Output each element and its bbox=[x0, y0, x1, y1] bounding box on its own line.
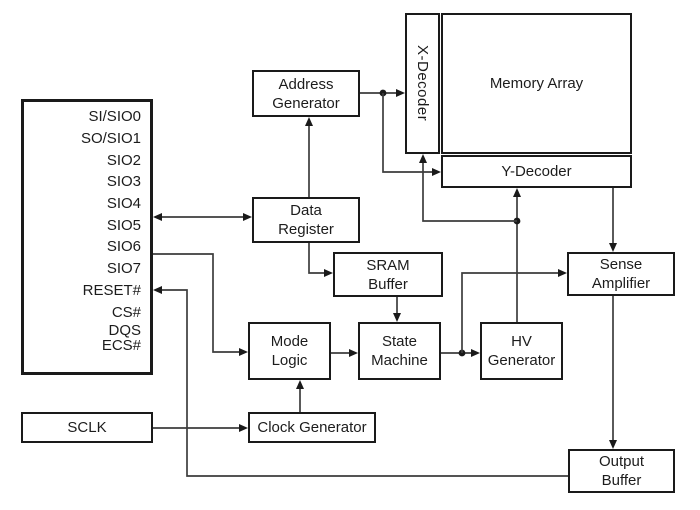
sclk-block: SCLK bbox=[21, 412, 153, 443]
pin-label: SI/SIO0 bbox=[88, 108, 141, 126]
mode-logic-label: Logic bbox=[271, 352, 308, 369]
pin-label: SIO3 bbox=[106, 173, 141, 191]
conn-sram-buffer-to-state-machine bbox=[393, 297, 401, 322]
pin-label: CS# bbox=[111, 303, 141, 321]
sense-amplifier-label: Sense bbox=[599, 256, 643, 273]
sram-buffer-label: SRAM bbox=[366, 256, 410, 274]
conn-address-generator-to-x-decoder bbox=[360, 89, 405, 97]
pin-label: SIO2 bbox=[106, 151, 141, 169]
conn-data-register-to-sram-buffer bbox=[308, 243, 333, 277]
x-decoder-block: X-Decoder bbox=[405, 13, 440, 154]
hv-generator-label: HV bbox=[511, 333, 532, 350]
data-register-label: Register bbox=[278, 221, 334, 238]
conn-y-decoder-to-sense-amplifier bbox=[609, 188, 617, 252]
y-decoder-block: Y-Decoder bbox=[441, 155, 632, 188]
conn-data-register-to-address-generator bbox=[305, 117, 313, 197]
conn-state-machine-to-sense-amplifier bbox=[461, 269, 567, 353]
y-decoder-label: Y-Decoder bbox=[501, 163, 572, 180]
output-buffer-block: Output Buffer bbox=[568, 449, 675, 493]
mode-logic-block: Mode Logic bbox=[248, 322, 331, 380]
address-generator-label: Generator bbox=[272, 94, 340, 112]
conn-clock-generator-to-mode-logic bbox=[296, 380, 304, 412]
conn-mode-logic-to-state-machine bbox=[331, 349, 358, 357]
address-generator-block: Address Generator bbox=[252, 70, 360, 117]
conn-state-machine-to-hv-generator bbox=[441, 349, 480, 357]
memory-array-block: Memory Array bbox=[441, 13, 632, 154]
conn-address-generator-to-y-decoder bbox=[382, 93, 441, 176]
pin-interface-box: SI/SIO0 SO/SIO1 SIO2 SIO3 SIO4 SIO5 SIO6… bbox=[21, 99, 153, 375]
data-register-block: Data Register bbox=[252, 197, 360, 243]
pin-label: SIO5 bbox=[106, 216, 141, 234]
pin-label: SIO7 bbox=[106, 260, 141, 278]
memory-array-label: Memory Array bbox=[489, 75, 584, 92]
output-buffer-label: Output bbox=[598, 453, 645, 470]
pin-label: ECS# bbox=[101, 336, 141, 354]
address-generator-label: Address bbox=[278, 75, 334, 93]
sense-amplifier-label: Amplifier bbox=[591, 275, 651, 292]
conn-pins-to-mode-logic bbox=[153, 253, 248, 356]
sense-amplifier-block: Sense Amplifier bbox=[567, 252, 675, 296]
conn-pins-data-register-bidirectional bbox=[153, 213, 252, 221]
hv-generator-block: HV Generator bbox=[480, 322, 563, 380]
x-decoder-label: X-Decoder bbox=[414, 45, 431, 122]
sclk-label: SCLK bbox=[67, 419, 107, 436]
pin-label: DQS bbox=[108, 321, 141, 339]
state-machine-block: State Machine bbox=[358, 322, 441, 380]
hv-generator-label: Generator bbox=[487, 352, 556, 369]
conn-hv-generator-to-y-decoder bbox=[513, 188, 521, 322]
sram-buffer-block: SRAM Buffer bbox=[333, 252, 443, 297]
sram-buffer-label: Buffer bbox=[368, 275, 408, 293]
pin-label: SIO4 bbox=[106, 195, 141, 213]
pin-label: RESET# bbox=[82, 281, 141, 299]
conn-hv-generator-to-x-decoder bbox=[419, 154, 517, 222]
state-machine-label: Machine bbox=[371, 352, 428, 369]
pin-label: SO/SIO1 bbox=[80, 130, 141, 148]
clock-generator-block: Clock Generator bbox=[248, 412, 376, 443]
output-buffer-label: Buffer bbox=[601, 472, 642, 489]
conn-sense-amplifier-to-output-buffer bbox=[609, 296, 617, 449]
state-machine-label: State bbox=[381, 333, 418, 350]
data-register-label: Data bbox=[290, 202, 322, 219]
clock-generator-label: Clock Generator bbox=[257, 419, 367, 436]
mode-logic-label: Mode bbox=[270, 333, 309, 350]
conn-sclk-to-clock-generator bbox=[153, 424, 248, 432]
pin-label: SIO6 bbox=[106, 238, 141, 256]
conn-output-buffer-to-pins bbox=[153, 286, 568, 477]
